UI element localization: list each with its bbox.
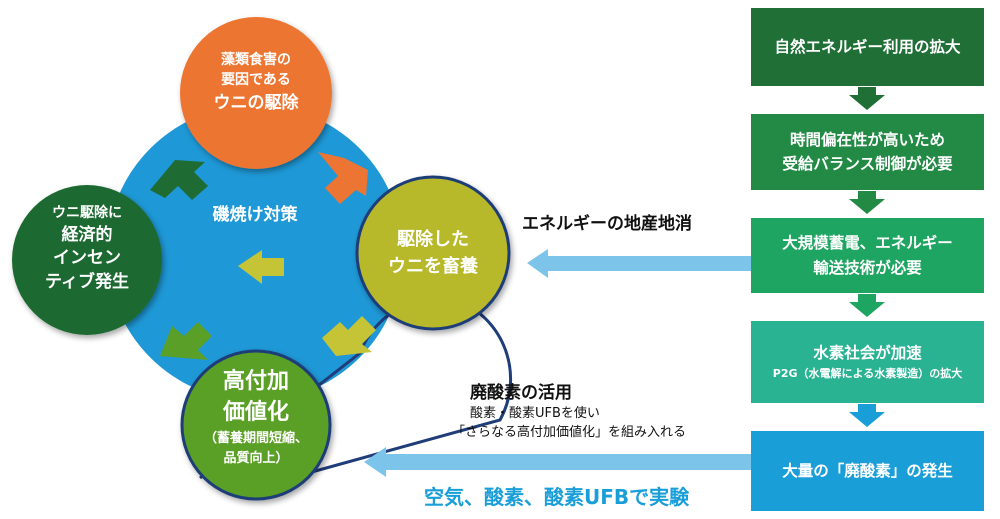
main-title: 磯焼け対策 <box>212 205 298 225</box>
arrow-up-right-dark <box>150 160 208 200</box>
flow-box-2-line-1: 時間偏在性が高いため <box>789 130 945 149</box>
arrow-waste-oxygen <box>364 447 751 477</box>
bottom-green-circle <box>180 349 332 501</box>
waste-oxygen-line-1: 酸素・酸素UFBを使い <box>470 406 600 421</box>
yellow-circle-text: 駆除した ウニを畜養 <box>363 226 503 280</box>
orange-line-1: 藻類食害の <box>221 52 291 68</box>
energy-local-label: エネルギーの地産地消 <box>522 214 692 234</box>
orange-circle <box>180 17 332 169</box>
bottom-line-4: 品質向上） <box>223 451 289 467</box>
yellow-line-2: ウニを畜養 <box>388 256 478 277</box>
flow-box-hydrogen: 水素社会が加速 P2G（水電解による水素製造）の拡大 <box>751 321 984 403</box>
flow-down-arrows <box>849 87 885 427</box>
arrow-left-yellow-top <box>238 250 284 284</box>
waste-oxygen-title: 廃酸素の活用 <box>470 383 572 403</box>
flow-box-balance: 時間偏在性が高いため 受給バランス制御が必要 <box>751 114 984 190</box>
left-line-1: ウニ駆除に <box>52 205 122 221</box>
flow-box-5-line: 大量の「廃酸素」の発生 <box>782 461 953 480</box>
yellow-line-1: 駆除した <box>397 229 469 250</box>
bottom-circle-text: 高付加 価値化 （蓄養期間短縮、 品質向上） <box>186 367 326 469</box>
arrow-down-right-orange <box>318 152 368 204</box>
bottom-line-1: 高付加 <box>222 369 289 394</box>
bottom-line-3: （蓄養期間短縮、 <box>203 430 308 446</box>
flow-box-2-line-2: 受給バランス制御が必要 <box>782 155 953 173</box>
flow-box-4-sub: P2G（水電解による水素製造）の拡大 <box>772 367 963 381</box>
left-line-4: ティブ発生 <box>45 272 129 293</box>
arrow-down-left-yellow <box>322 316 376 356</box>
flow-box-renewable: 自然エネルギー利用の拡大 <box>751 8 984 86</box>
orange-line-3: ウニの駆除 <box>213 92 299 113</box>
waste-oxygen-line-2: 「さらなる高付加価値化」を組み入れる <box>452 425 687 440</box>
yellow-circle <box>355 175 511 331</box>
experiment-label: 空気、酸素、酸素UFBで実験 <box>424 485 690 509</box>
left-line-2: 経済的 <box>61 224 113 245</box>
bottom-line-2: 価値化 <box>222 399 289 425</box>
flow-box-storage: 大規模蓄電、エネルギー 輸送技術が必要 <box>751 218 984 293</box>
left-line-3: インセン <box>53 248 121 269</box>
left-circle-text: ウニ駆除に 経済的 インセン ティブ発生 <box>17 204 157 295</box>
flow-box-3-line-1: 大規模蓄電、エネルギー <box>782 234 953 253</box>
flow-box-3-line-2: 輸送技術が必要 <box>813 258 922 277</box>
flow-box-waste-oxygen: 大量の「廃酸素」の発生 <box>751 431 984 511</box>
flow-box-1-line: 自然エネルギー利用の拡大 <box>774 37 961 56</box>
arrow-energy-local <box>527 249 751 278</box>
flow-box-4-title: 水素社会が加速 <box>813 344 922 363</box>
orange-circle-text: 藻類食害の 要因である ウニの駆除 <box>186 50 326 115</box>
orange-line-2: 要因である <box>221 72 291 89</box>
arrow-up-left-green <box>160 322 212 360</box>
left-green-circle <box>12 185 162 335</box>
